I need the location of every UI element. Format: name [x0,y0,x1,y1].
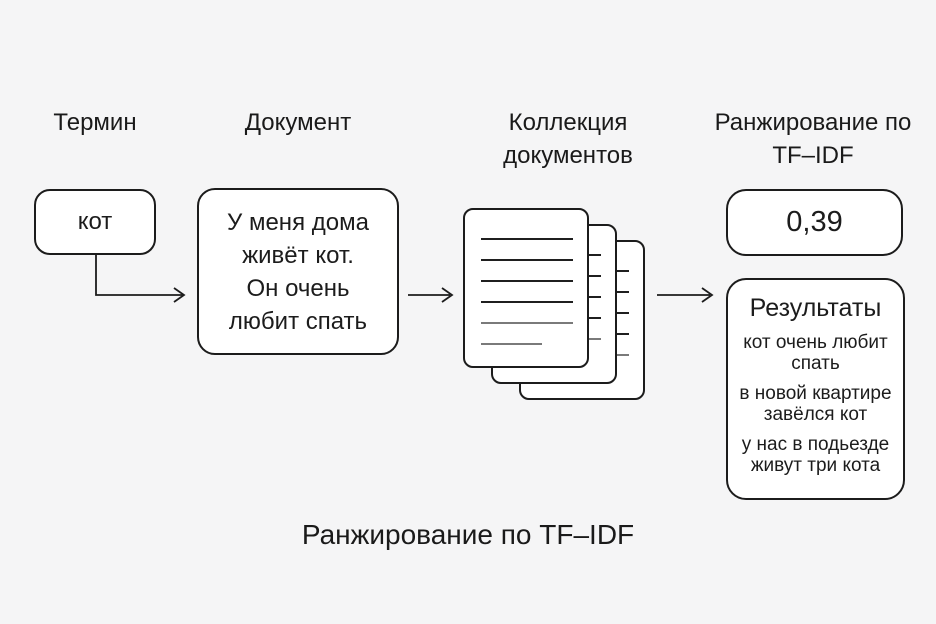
document-page-icon [463,208,589,368]
column-header-collection: Коллекция документов [503,109,633,169]
arrowhead-icon [173,287,186,303]
results-item: в новой квартире завёлся кот [739,383,892,425]
results-item: у нас в подьезде живут три кота [741,434,890,476]
arrowhead-icon [701,287,714,303]
column-header-term: Термин [53,109,137,136]
results-box: Результаты кот очень любит спать в новой… [726,278,905,500]
results-item: кот очень любит спать [743,332,888,374]
results-title: Результаты [749,294,882,322]
column-header-ranking: Ранжирование по TF–IDF [714,109,912,169]
score-box: 0,39 [726,189,903,256]
column-header-document: Документ [244,109,352,136]
term-box: кот [34,189,156,255]
document-text-line: любит спать [228,307,368,335]
diagram-caption: Ранжирование по TF–IDF [301,519,635,550]
document-box: У меня дома живёт кот. Он очень любит сп… [197,188,399,355]
score-value: 0,39 [786,206,843,238]
document-text-line: живёт кот. [242,241,354,269]
document-text-line: У меня дома [227,208,369,236]
term-label: кот [77,208,113,235]
document-text-line: Он очень [246,274,350,302]
arrowhead-icon [441,287,454,303]
arrow-right-icon [95,255,183,296]
